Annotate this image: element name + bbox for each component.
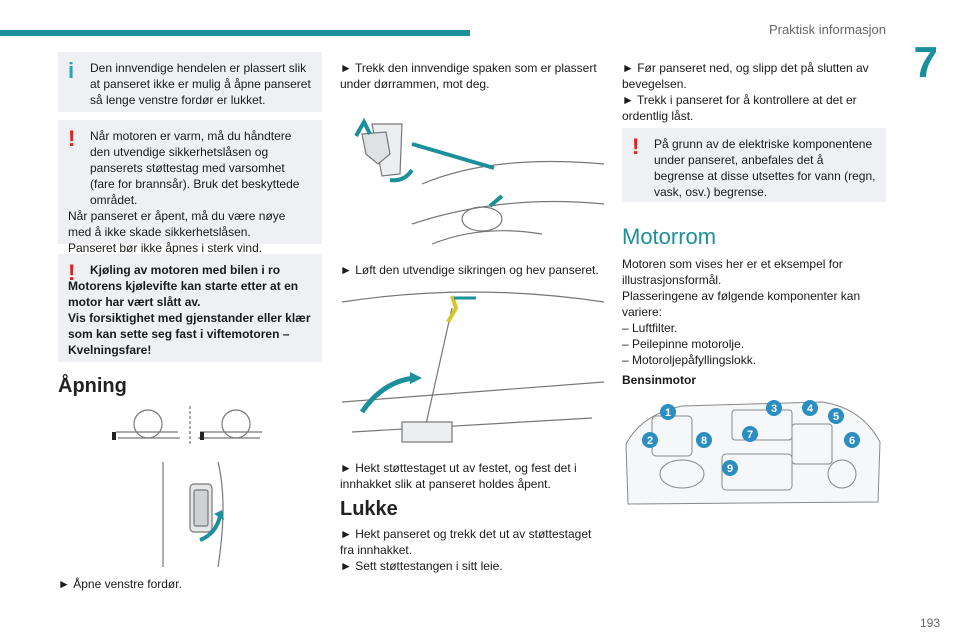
info-note-box: i Den innvendige hendelen er plassert sl…: [58, 52, 322, 112]
step-replace-strut: ► Sett støttestangen i sitt leie.: [340, 559, 503, 573]
step-lift-hood: ► Løft den utvendige sikringen og hev pa…: [340, 263, 599, 277]
hood-strut-illustration: [342, 291, 604, 443]
svg-text:2: 2: [647, 435, 653, 447]
info-note-text: Den innvendige hendelen er plassert slik…: [90, 61, 311, 107]
step-check-latch: ► Trekk i panseret for å kontrollere at …: [622, 93, 857, 123]
svg-text:8: 8: [701, 435, 707, 447]
engine-bay-illustration: 1 2 3 4 5 6 7 8 9: [625, 400, 881, 505]
step-lower-hood: ► Før panseret ned, og slipp det på slut…: [622, 61, 869, 91]
warning-text-2: Når panseret er åpent, må du være nøye m…: [68, 209, 286, 239]
heading-closing: Lukke: [340, 498, 398, 520]
warning-box-fan: ! Kjøling av motoren med bilen i ro Moto…: [58, 254, 322, 362]
warning-icon: !: [632, 134, 640, 159]
page-number: 193: [919, 616, 940, 630]
section-title: Praktisk informasjon: [768, 22, 886, 37]
svg-text:7: 7: [747, 429, 753, 441]
svg-text:5: 5: [833, 411, 839, 423]
closing-steps: ► Hekt panseret og trekk det ut av støtt…: [340, 526, 604, 574]
step-open-door: ► Åpne venstre fordør.: [58, 577, 182, 591]
engine-intro-1: Motoren som vises her er et eksempel for…: [622, 257, 843, 287]
step-unhook: ► Hekt panseret og trekk det ut av støtt…: [340, 527, 592, 557]
warning-text-1: Når motoren er varm, må du håndtere den …: [90, 129, 300, 207]
warning-box-electrical: ! På grunn av de elektriske komponentene…: [622, 128, 886, 202]
hood-release-illustration: [354, 117, 604, 245]
heading-opening: Åpning: [58, 375, 127, 397]
svg-text:1: 1: [665, 407, 671, 419]
electrical-warning-text: På grunn av de elektriske komponentene u…: [654, 137, 876, 199]
heading-engine-bay: Motorrom: [622, 224, 717, 249]
component-dipstick: – Peilepinne motorolje.: [622, 337, 745, 351]
engine-callouts: 1 2 3 4 5 6 7 8 9: [642, 400, 860, 476]
lowering-steps: ► Før panseret ned, og slipp det på slut…: [622, 60, 886, 124]
warning-box-hot-engine: ! Når motoren er varm, må du håndtere de…: [58, 120, 322, 255]
svg-text:9: 9: [727, 463, 733, 475]
step-pull-lever: ► Trekk den innvendige spaken som er pla…: [340, 61, 597, 91]
subheading-petrol-engine: Bensinmotor: [622, 373, 697, 387]
fan-warning-text-1: Motorens kjølevifte kan starte etter at …: [68, 279, 299, 309]
svg-text:4: 4: [807, 403, 814, 415]
svg-text:6: 6: [849, 435, 855, 447]
fan-warning-text-2: Vis forsiktighet med gjenstander eller k…: [68, 311, 311, 357]
svg-text:3: 3: [771, 403, 777, 415]
engine-intro-2: Plasseringene av følgende komponenter ka…: [622, 289, 861, 319]
chapter-number: 7: [913, 38, 938, 87]
warning-icon: !: [68, 126, 76, 151]
engine-bay-text: Motoren som vises her er et eksempel for…: [622, 256, 886, 368]
warning-text-3: Panseret bør ikke åpnes i sterk vind.: [68, 241, 263, 255]
header-accent-bar: [0, 30, 470, 36]
warning-icon: !: [68, 260, 76, 285]
component-oil-cap: – Motoroljepåfyllingslokk.: [622, 353, 757, 367]
step-fix-strut: ► Hekt støttestaget ut av festet, og fes…: [340, 461, 577, 491]
info-icon: i: [68, 58, 75, 83]
door-lever-illustration: [112, 406, 262, 568]
component-air-filter: – Luftfilter.: [622, 321, 678, 335]
fan-warning-title: Kjøling av motoren med bilen i ro: [90, 263, 281, 277]
